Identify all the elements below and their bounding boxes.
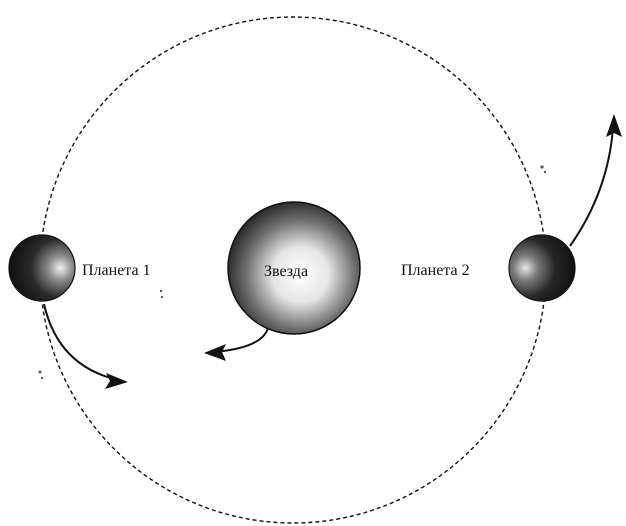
planet-1 — [8, 234, 76, 302]
planet-2 — [508, 234, 576, 302]
scan-specks — [38, 165, 547, 380]
star-label: Звезда — [264, 263, 308, 280]
star: Звезда — [227, 201, 361, 335]
star-motion-arrow — [204, 327, 269, 361]
planet-1-motion-arrow — [43, 303, 128, 389]
planet-2-label: Планета 2 — [401, 262, 470, 279]
planet-1-label: Планета 1 — [82, 262, 151, 279]
planet-2-motion-arrow — [569, 114, 622, 247]
